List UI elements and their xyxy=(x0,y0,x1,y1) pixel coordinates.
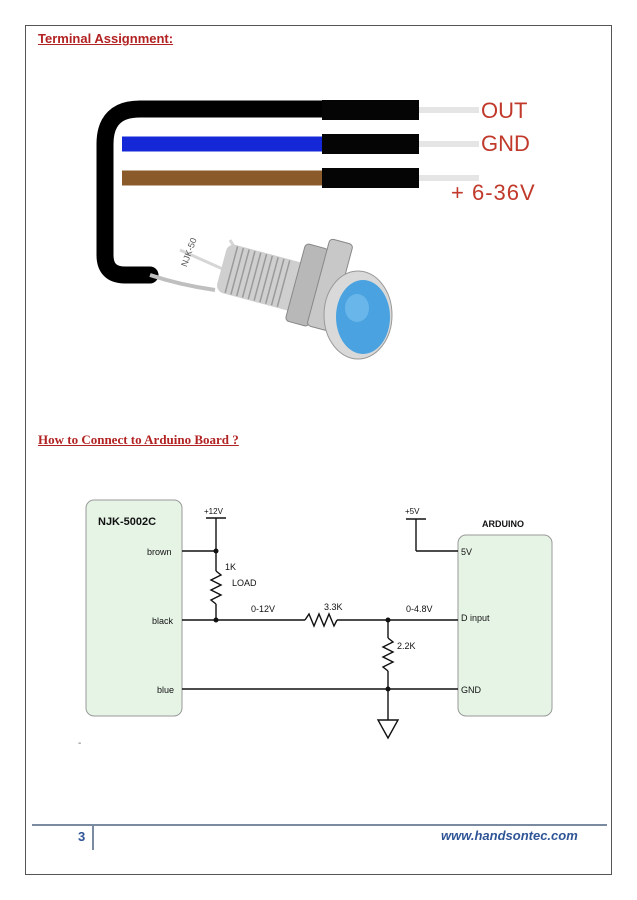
terminal-assignment-heading: Terminal Assignment: xyxy=(38,31,174,46)
series-resistor xyxy=(304,612,338,628)
label-vcc: + 6-36V xyxy=(451,180,536,205)
pin-brown: brown xyxy=(147,547,172,557)
supply-5v: +5V xyxy=(405,507,420,516)
arduino-box xyxy=(457,534,553,717)
pin-blue: blue xyxy=(157,685,174,695)
footer-divider xyxy=(32,824,607,826)
arduino-title: ARDUINO xyxy=(482,519,524,529)
shrink-vcc xyxy=(322,168,419,188)
load-label: LOAD xyxy=(232,578,257,588)
sensor-box xyxy=(85,499,183,717)
arduino-pin-5v: 5V xyxy=(461,547,472,557)
connect-heading: How to Connect to Arduino Board ? xyxy=(38,432,239,447)
label-gnd: GND xyxy=(481,131,530,156)
arduino-pin-gnd: GND xyxy=(461,685,482,695)
divider-resistor xyxy=(381,637,395,672)
label-out: OUT xyxy=(481,98,527,123)
supply-12v: +12V xyxy=(204,507,224,516)
page-number: 3 xyxy=(78,829,86,844)
shrink-gnd xyxy=(322,134,419,154)
load-value: 1K xyxy=(225,562,236,572)
series-resistor-value: 3.3K xyxy=(324,602,343,612)
voltage-in: 0-12V xyxy=(251,604,275,614)
load-resistor xyxy=(209,570,223,605)
ground-symbol xyxy=(376,719,400,740)
sensor-illustration: NJK-50 OUT GND + 6-36V xyxy=(96,98,536,360)
voltage-out: 0-4.8V xyxy=(406,604,433,614)
pin-black: black xyxy=(152,616,174,626)
stray-mark: - xyxy=(78,738,82,749)
page-number-bar xyxy=(92,826,94,850)
arduino-pin-dinput: D input xyxy=(461,613,490,623)
shrink-out xyxy=(322,100,419,120)
page-border xyxy=(25,25,612,875)
website-link[interactable]: www.handsontec.com xyxy=(441,828,578,843)
black-wire xyxy=(96,100,334,284)
divider-resistor-value: 2.2K xyxy=(397,641,416,651)
sensor-box-title: NJK-5002C xyxy=(98,516,156,528)
